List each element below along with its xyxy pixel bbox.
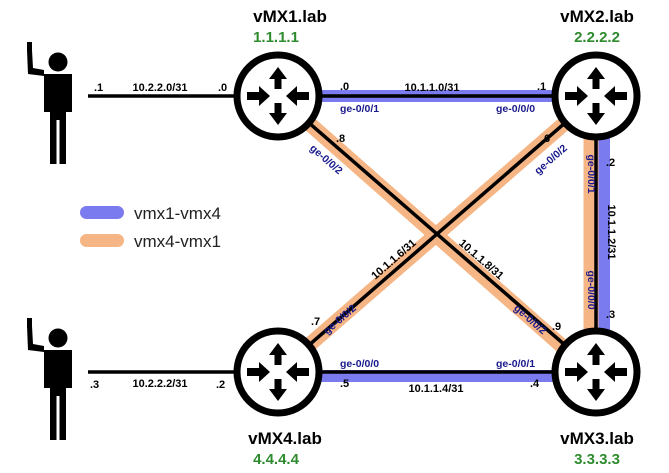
- router-icon: [555, 55, 637, 137]
- router-vmx4[interactable]: [237, 331, 319, 413]
- router-vmx2-name: vMX2.lab: [560, 7, 634, 26]
- router-vmx3[interactable]: [555, 331, 637, 413]
- host-top-router-ip: .0: [218, 82, 227, 94]
- router-vmx4-id: 4.4.4.4: [253, 451, 300, 468]
- router-vmx4-name: vMX4.lab: [248, 429, 322, 448]
- router-icon: [237, 55, 319, 137]
- router-icon: [555, 331, 637, 413]
- person-icon: [27, 42, 72, 164]
- link-r1-r2-ip-a: .0: [340, 81, 349, 93]
- link-r2-r3-subnet: 10.1.1.2/31: [605, 204, 617, 259]
- router-vmx1-name: vMX1.lab: [253, 7, 327, 26]
- legend-label: vmx4-vmx1: [134, 232, 221, 251]
- link-r3-r4-iface-b: ge-0/0/0: [340, 358, 379, 370]
- host-bottom-subnet: 10.2.2.2/31: [132, 378, 187, 390]
- link-r1-r2-iface-a: ge-0/0/1: [340, 103, 379, 115]
- person-icon: [27, 318, 72, 440]
- link-r1-r3: [276, 94, 598, 374]
- link-r2-r3-ip-a: .2: [606, 157, 615, 169]
- router-vmx3-id: 3.3.3.3: [574, 451, 620, 468]
- link-r3-r4-ip-a: .4: [530, 378, 540, 390]
- router-icon: [237, 331, 319, 413]
- router-vmx1[interactable]: [237, 55, 319, 137]
- link-r1-r2-iface-b: ge-0/0/0: [496, 103, 535, 115]
- link-r2-r3-iface-b: ge-0/0/0: [585, 270, 597, 309]
- link-r1-r3-ip-a: .8: [336, 133, 345, 145]
- link-r4-r2-ip-a: .7: [311, 316, 320, 328]
- link-r3-r4-ip-b: .5: [340, 378, 349, 390]
- link-r3-r4-iface-a: ge-0/0/1: [496, 358, 535, 370]
- legend-label: vmx1-vmx4: [134, 204, 221, 223]
- router-vmx3-name: vMX3.lab: [560, 429, 634, 448]
- link-r1-r3-ip-b: .9: [552, 321, 561, 333]
- router-vmx1-id: 1.1.1.1: [253, 29, 299, 46]
- host-top-ip: .1: [94, 82, 103, 94]
- link-r2-r3-iface-a: ge-0/0/1: [585, 154, 597, 193]
- link-r1-r2-subnet: 10.1.1.0/31: [404, 82, 459, 94]
- host-top-subnet: 10.2.2.0/31: [132, 82, 187, 94]
- legend-swatch: [80, 206, 124, 219]
- link-r2-r3-ip-b: .3: [606, 309, 615, 321]
- router-vmx2[interactable]: [555, 55, 637, 137]
- link-r1-r2-ip-b: .1: [537, 81, 546, 93]
- link-r4-r2-ip-b: .6: [541, 133, 550, 145]
- router-vmx2-id: 2.2.2.2: [574, 29, 620, 46]
- legend: vmx1-vmx4 vmx4-vmx1: [80, 204, 221, 251]
- link-r3-r4-subnet: 10.1.1.4/31: [408, 383, 463, 395]
- host-bottom-ip: .3: [90, 379, 99, 391]
- host-bottom-router-ip: .2: [216, 379, 225, 391]
- legend-swatch: [80, 234, 124, 247]
